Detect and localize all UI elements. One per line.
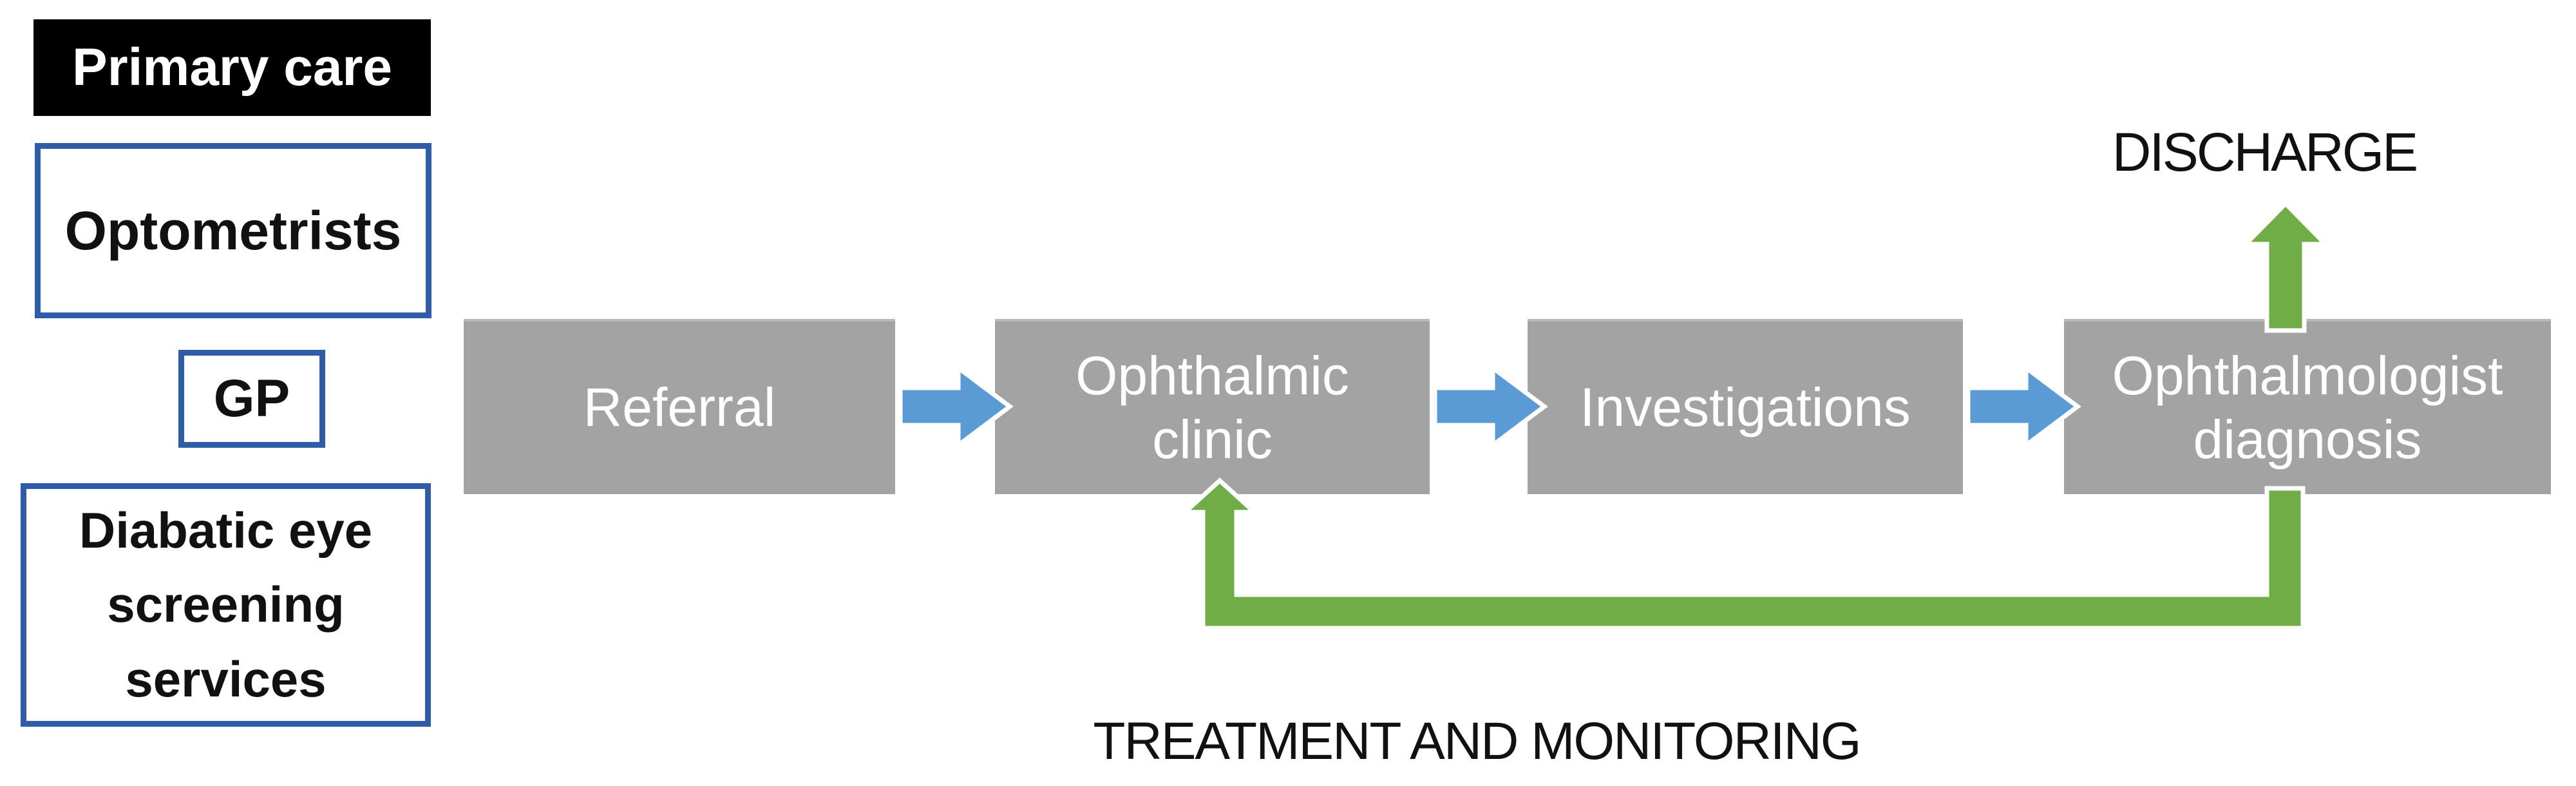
ophthalmologist-diagnosis-label: Ophthalmologist diagnosis [2112, 345, 2503, 470]
referral-box: Referral [464, 319, 895, 494]
arrow-referral-to-clinic-icon [898, 363, 1014, 450]
ophthalmologist-diagnosis-box: Ophthalmologist diagnosis [2064, 319, 2551, 494]
primary-care-header-box: Primary care [33, 19, 431, 116]
investigations-box: Investigations [1528, 319, 1963, 494]
discharge-label: DISCHARGE [2112, 122, 2418, 182]
arrow-diagnosis-to-discharge-icon [2240, 200, 2331, 333]
ophthalmic-clinic-box: Ophthalmic clinic [995, 319, 1430, 494]
diabetic-eye-screening-label: Diabatic eye screening services [79, 501, 373, 707]
arrow-treatment-monitoring-loop-icon [1179, 477, 2306, 631]
arrow-investigations-to-diagnosis-icon [1965, 363, 2081, 450]
gp-label: GP [213, 369, 290, 428]
optometrists-label: Optometrists [64, 200, 402, 261]
diabetic-eye-screening-box: Diabatic eye screening services [21, 483, 431, 727]
gp-box: GP [178, 350, 325, 448]
referral-label: Referral [583, 377, 776, 438]
optometrists-box: Optometrists [35, 143, 431, 318]
treatment-and-monitoring-label: TREATMENT AND MONITORING [1093, 712, 1861, 771]
primary-care-label: Primary care [72, 38, 392, 97]
investigations-label: Investigations [1580, 377, 1911, 438]
ophthalmic-clinic-label: Ophthalmic clinic [1075, 345, 1349, 470]
